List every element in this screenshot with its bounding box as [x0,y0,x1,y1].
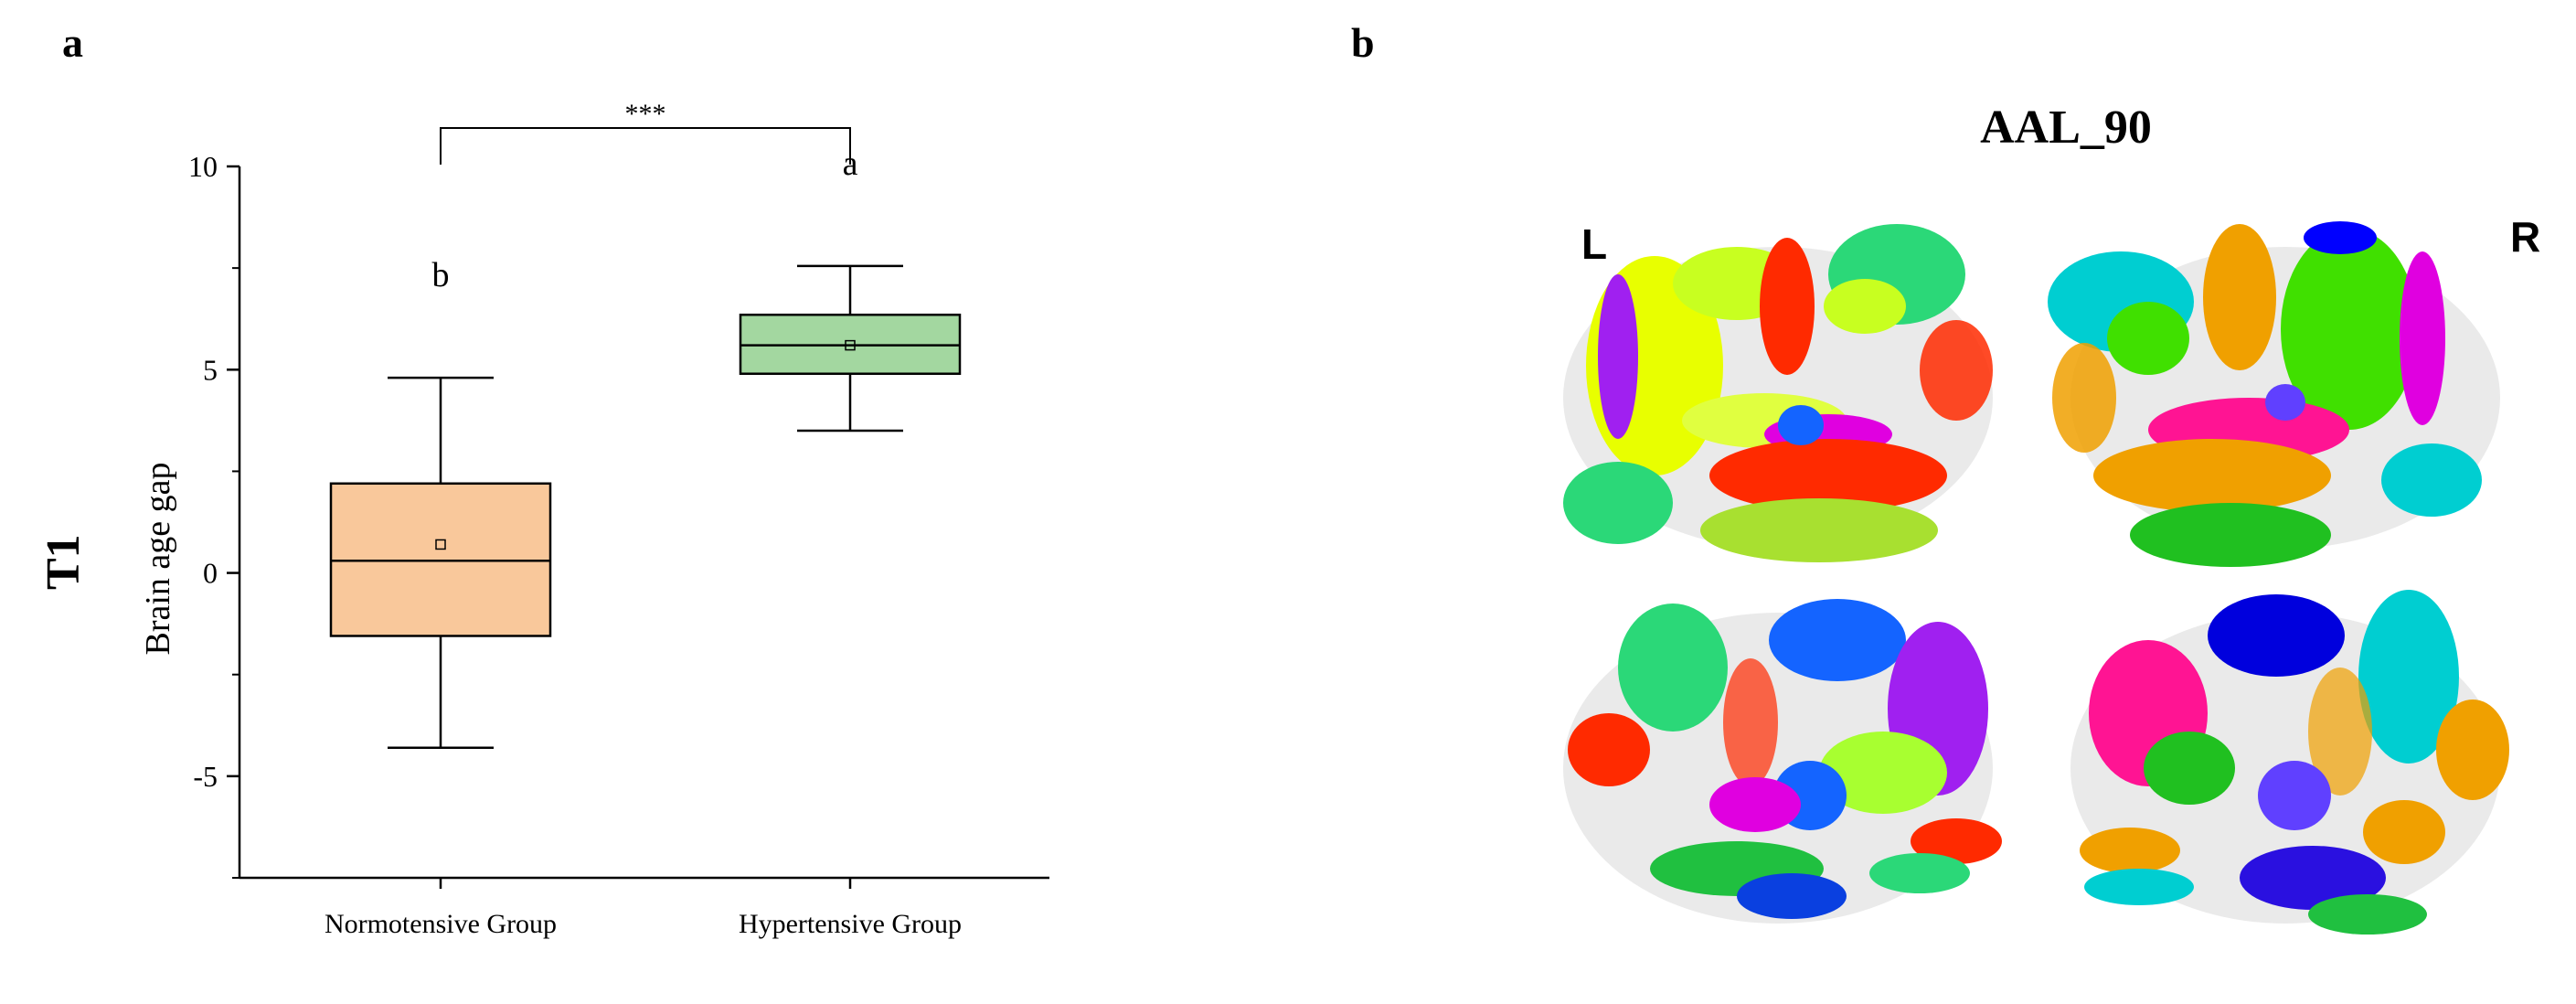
region-hippocampus [1709,777,1801,832]
region-anterior-cingulate [2144,732,2235,805]
significance-label: *** [625,99,666,129]
region-orbitofrontal [1563,462,1673,544]
x-tick-label: Normotensive Group [325,909,557,939]
region-frontal [2281,229,2418,430]
brain-view-left-lateral [1563,224,1993,562]
region-occipital [1920,320,1993,421]
region-thalamus [1778,405,1824,445]
brain-view-left-medial [1563,599,2002,924]
region-cuneus [2436,700,2509,800]
region-paracentral [2208,594,2345,677]
region-parahippocampal [1737,873,1847,919]
region-anterior-cingulate [1819,732,1947,814]
region-superior-temporal [1709,439,1947,512]
region-occipital [2052,343,2116,453]
panel-label-a: a [62,19,83,66]
y-tick-label: 5 [203,353,218,386]
region-paracentral [1769,599,1906,681]
region-thalamus [2265,384,2305,421]
region-precuneus [1618,603,1728,732]
region-supramarginal [1824,279,1906,334]
region-orbital-medial [1911,818,2002,864]
region-precentral [1760,238,1815,375]
region-orbitofrontal [2381,443,2482,517]
x-tick-label: Hypertensive Group [739,909,962,939]
y-tick-label: 10 [188,150,218,183]
region-inferior-temporal [2130,503,2331,567]
mean-marker [845,339,856,351]
region-posterior-cingulate [1723,658,1778,786]
region-temporal-pole [1869,853,1970,893]
region-supramarginal [2107,302,2189,375]
region-superior [2304,221,2377,254]
region-middle-temporal [2093,439,2331,512]
y-axis-label: Brain age gap [139,462,177,655]
significance-bracket [440,127,851,165]
right-hemisphere-label: R [2510,213,2541,261]
region-thalamus [2258,761,2331,830]
region-middle-temporal [1700,498,1938,562]
region-fusiform [2308,894,2427,935]
y-tick-label: -5 [193,760,218,793]
region-frontal-medial [2400,251,2445,425]
region-precuneus [2358,590,2459,764]
left-hemisphere-label: L [1581,220,1608,268]
group-letter: b [432,256,450,294]
region-hippocampus [2240,846,2386,910]
region-rectus [2084,869,2194,905]
brain-view-right-lateral [2048,221,2500,567]
region-cuneus [1568,713,1650,786]
panel-label-b: b [1351,19,1375,66]
brain-view-right-medial [2070,590,2509,935]
y-tick-label: 0 [203,557,218,590]
region-precentral [2203,224,2276,370]
region-posterior-cingulate [2308,668,2372,796]
region-orbital-medial [2080,828,2180,873]
mean-marker [435,539,446,550]
brain-atlas-rendering [1563,221,2509,935]
region-frontal-medial [1598,274,1638,439]
brain-atlas-title: AAL_90 [1980,101,2152,154]
region-lingual [2363,800,2445,864]
